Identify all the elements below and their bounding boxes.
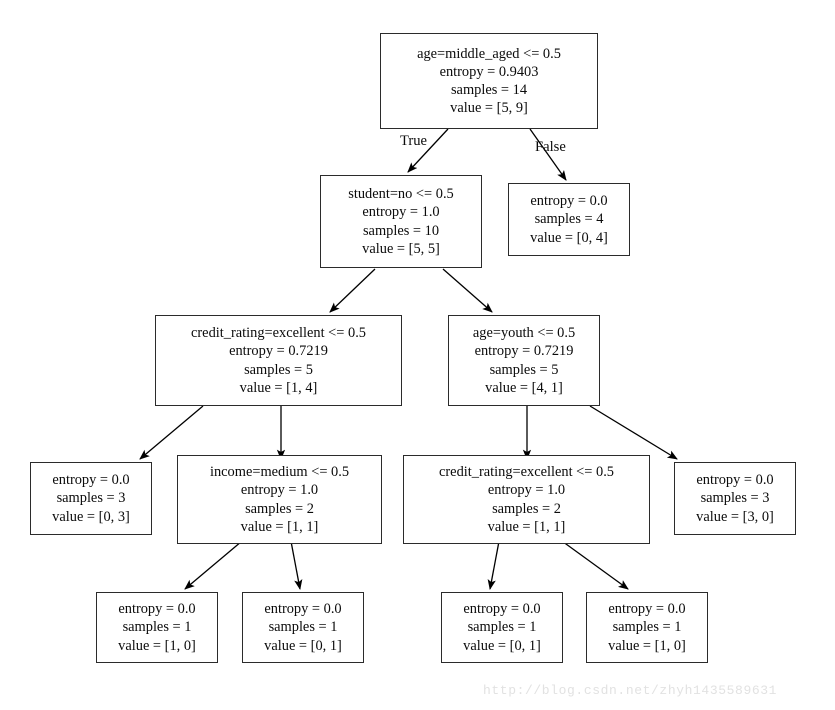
tree-leaf-income-left[interactable]: entropy = 0.0 samples = 1 value = [1, 0] xyxy=(96,592,218,663)
node-condition: age=youth <= 0.5 xyxy=(472,325,576,342)
node-condition: student=no <= 0.5 xyxy=(348,186,454,203)
tree-node-income-medium[interactable]: income=medium <= 0.5 entropy = 1.0 sampl… xyxy=(177,455,382,544)
node-entropy: entropy = 0.9403 xyxy=(439,63,539,80)
node-entropy: entropy = 1.0 xyxy=(240,482,319,499)
node-entropy: entropy = 1.0 xyxy=(362,204,440,221)
node-condition: age=middle_aged <= 0.5 xyxy=(417,45,561,62)
node-condition: credit_rating=excellent <= 0.5 xyxy=(439,464,614,481)
node-entropy: entropy = 0.7219 xyxy=(229,343,328,360)
node-value: value = [3, 0] xyxy=(696,508,774,525)
node-value: value = [0, 4] xyxy=(530,229,608,246)
tree-leaf-middle-aged[interactable]: entropy = 0.0 samples = 4 value = [0, 4] xyxy=(508,183,630,256)
tree-leaf-credit-right-left[interactable]: entropy = 0.0 samples = 1 value = [0, 1] xyxy=(441,592,563,663)
node-value: value = [5, 9] xyxy=(450,100,528,117)
node-entropy: entropy = 0.0 xyxy=(463,601,541,618)
node-condition: income=medium <= 0.5 xyxy=(209,464,350,481)
node-entropy: entropy = 0.0 xyxy=(696,472,774,489)
node-samples: samples = 1 xyxy=(612,619,682,636)
node-entropy: entropy = 0.0 xyxy=(264,601,342,618)
node-samples: samples = 5 xyxy=(244,361,313,378)
edge-n4-n8 xyxy=(589,405,678,460)
tree-node-credit-rating-left[interactable]: credit_rating=excellent <= 0.5 entropy =… xyxy=(155,315,402,406)
node-condition: credit_rating=excellent <= 0.5 xyxy=(191,325,366,342)
node-value: value = [5, 5] xyxy=(362,240,440,257)
tree-leaf-credit-right-right[interactable]: entropy = 0.0 samples = 1 value = [1, 0] xyxy=(586,592,708,663)
node-entropy: entropy = 0.7219 xyxy=(474,343,574,360)
node-samples: samples = 10 xyxy=(362,222,440,239)
node-entropy: entropy = 0.0 xyxy=(608,601,686,618)
node-samples: samples = 2 xyxy=(245,500,314,517)
node-samples: samples = 1 xyxy=(467,619,537,636)
node-value: value = [1, 0] xyxy=(118,637,196,654)
tree-leaf-income-right[interactable]: entropy = 0.0 samples = 1 value = [0, 1] xyxy=(242,592,364,663)
edge-n1-n3 xyxy=(329,268,376,313)
node-samples: samples = 3 xyxy=(56,490,126,507)
node-value: value = [0, 3] xyxy=(52,508,130,525)
tree-leaf-age-right[interactable]: entropy = 0.0 samples = 3 value = [3, 0] xyxy=(674,462,796,535)
node-value: value = [0, 1] xyxy=(264,637,342,654)
node-samples: samples = 2 xyxy=(492,500,561,517)
node-value: value = [4, 1] xyxy=(485,379,563,396)
node-samples: samples = 3 xyxy=(700,490,770,507)
tree-node-root[interactable]: age=middle_aged <= 0.5 entropy = 0.9403 … xyxy=(380,33,598,129)
edge-n3-n5 xyxy=(139,405,204,460)
node-entropy: entropy = 0.0 xyxy=(530,193,608,210)
tree-node-credit-rating-right[interactable]: credit_rating=excellent <= 0.5 entropy =… xyxy=(403,455,650,544)
node-samples: samples = 4 xyxy=(534,211,604,228)
node-samples: samples = 1 xyxy=(268,619,338,636)
edge-n1-n4 xyxy=(442,268,493,313)
tree-leaf-credit-left[interactable]: entropy = 0.0 samples = 3 value = [0, 3] xyxy=(30,462,152,535)
node-value: value = [1, 1] xyxy=(240,518,319,535)
node-value: value = [1, 0] xyxy=(608,637,686,654)
node-samples: samples = 14 xyxy=(450,82,528,98)
edge-label-true: True xyxy=(400,133,428,149)
node-value: value = [1, 4] xyxy=(239,379,318,396)
node-value: value = [1, 1] xyxy=(487,518,566,535)
node-value: value = [0, 1] xyxy=(463,637,541,654)
tree-node-age-youth[interactable]: age=youth <= 0.5 entropy = 0.7219 sample… xyxy=(448,315,600,406)
node-entropy: entropy = 0.0 xyxy=(118,601,196,618)
edge-label-false: False xyxy=(535,139,566,155)
node-entropy: entropy = 1.0 xyxy=(487,482,566,499)
tree-node-student[interactable]: student=no <= 0.5 entropy = 1.0 samples … xyxy=(320,175,482,268)
watermark-text: http://blog.csdn.net/zhyh1435589631 xyxy=(483,683,778,698)
node-samples: samples = 1 xyxy=(122,619,192,636)
node-samples: samples = 5 xyxy=(489,361,559,378)
node-entropy: entropy = 0.0 xyxy=(52,472,130,489)
